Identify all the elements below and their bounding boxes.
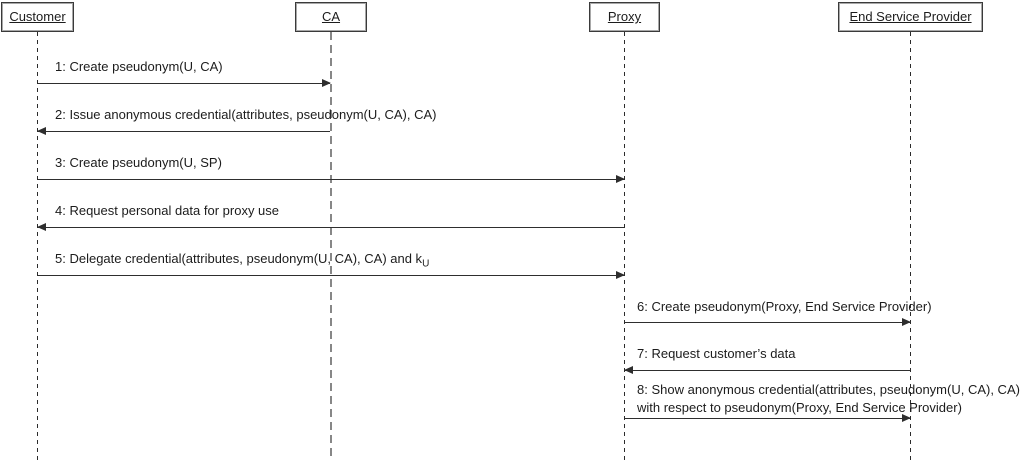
- arrowhead-right-icon: [902, 414, 911, 422]
- actor-label-end-service-provider: End Service Provider: [849, 9, 972, 24]
- message-2-arrow: [37, 127, 330, 135]
- message-8-label-line1: 8: Show anonymous credential(attributes,…: [637, 382, 1020, 397]
- arrowhead-left-icon: [37, 127, 46, 135]
- arrowhead-left-icon: [37, 223, 46, 231]
- lifeline-end-service-provider: [910, 32, 911, 460]
- message-1-label: 1: Create pseudonym(U, CA): [55, 59, 223, 74]
- message-6-label: 6: Create pseudonym(Proxy, End Service P…: [637, 299, 932, 314]
- message-1-arrow: [38, 79, 331, 87]
- actor-label-customer: Customer: [9, 9, 66, 24]
- actor-box-customer: Customer: [1, 2, 74, 32]
- message-3-arrow: [38, 175, 625, 183]
- actor-box-proxy: Proxy: [589, 2, 660, 32]
- actor-box-ca: CA: [295, 2, 367, 32]
- actor-label-proxy: Proxy: [607, 9, 642, 24]
- lifeline-customer: [37, 32, 38, 460]
- arrowhead-right-icon: [616, 271, 625, 279]
- arrowhead-right-icon: [902, 318, 911, 326]
- message-5-label-subscript: U: [422, 258, 430, 270]
- lifeline-ca: [330, 32, 332, 460]
- message-8-arrow: [625, 414, 911, 422]
- message-5-label: 5: Delegate credential(attributes, pseud…: [55, 251, 430, 270]
- message-8-label-line2: with respect to pseudonym(Proxy, End Ser…: [637, 400, 962, 415]
- message-4-label: 4: Request personal data for proxy use: [55, 203, 280, 218]
- arrowhead-right-icon: [322, 79, 331, 87]
- message-7-arrow: [624, 366, 910, 374]
- message-2-label: 2: Issue anonymous credential(attributes…: [55, 107, 437, 122]
- message-4-arrow: [37, 223, 624, 231]
- arrowhead-right-icon: [616, 175, 625, 183]
- message-7-label: 7: Request customer’s data: [637, 346, 796, 361]
- message-6-arrow: [625, 318, 911, 326]
- arrowhead-left-icon: [624, 366, 633, 374]
- message-3-label: 3: Create pseudonym(U, SP): [55, 155, 222, 170]
- actor-label-ca: CA: [321, 9, 341, 24]
- lifeline-proxy: [624, 32, 625, 460]
- actor-box-end-service-provider: End Service Provider: [838, 2, 983, 32]
- message-8-label: 8: Show anonymous credential(attributes,…: [637, 381, 1020, 417]
- message-5-arrow: [38, 271, 625, 279]
